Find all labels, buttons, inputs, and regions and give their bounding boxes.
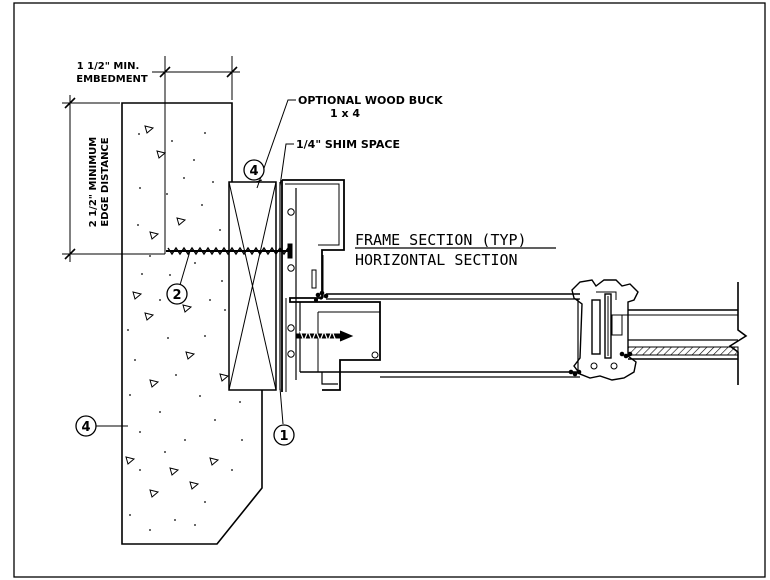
- callout-4-wood-buck: 4: [243, 159, 265, 181]
- svg-text:4: 4: [81, 420, 90, 435]
- interlock-profile: [571, 279, 639, 381]
- embedment-label-line2: EMBEDMENT: [76, 74, 148, 85]
- glazing-unit: [618, 309, 739, 360]
- break-line: [728, 282, 748, 385]
- section-subtitle: HORIZONTAL SECTION: [355, 251, 518, 269]
- edge-distance-label-line2: EDGE DISTANCE: [100, 137, 111, 226]
- wood-buck-label-line2: 1 x 4: [330, 107, 360, 120]
- svg-text:1: 1: [279, 429, 288, 444]
- anchor-screw: [166, 243, 293, 259]
- sash-rails: [326, 293, 580, 378]
- sheet-border: [13, 2, 766, 578]
- section-title: FRAME SECTION (TYP): [355, 231, 527, 249]
- svg-text:2: 2: [172, 288, 181, 303]
- embedment-dimension: [152, 56, 240, 254]
- sealant-beads: [313, 290, 633, 377]
- wood-buck-label-line1: OPTIONAL WOOD BUCK: [298, 94, 443, 107]
- shim-space-label: 1/4" SHIM SPACE: [296, 138, 400, 151]
- aggregate-marks: [125, 125, 230, 498]
- svg-text:4: 4: [249, 164, 258, 179]
- embedment-label-line1: 1 1/2" MIN.: [77, 61, 140, 72]
- edge-distance-dimension: [62, 95, 165, 262]
- leaders: [96, 99, 296, 427]
- edge-distance-label-line1: 2 1/2" MINIMUM: [88, 137, 99, 228]
- callout-4-concrete: 4: [75, 415, 97, 437]
- frame-jamb: [279, 179, 381, 392]
- callout-1-shim: 1: [273, 424, 295, 446]
- concrete-wall: [121, 102, 263, 545]
- wood-buck: [228, 181, 277, 391]
- callout-2-screw: 2: [166, 283, 188, 305]
- frame-screw: [296, 329, 354, 343]
